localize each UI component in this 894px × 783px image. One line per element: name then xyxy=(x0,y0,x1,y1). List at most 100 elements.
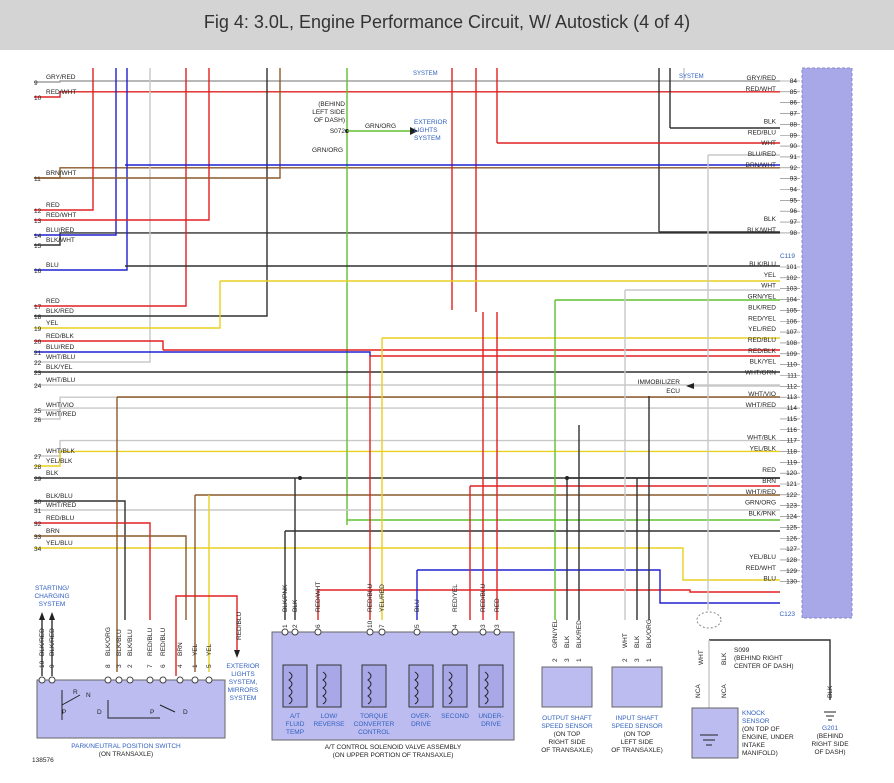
output-sensor-wire: GRN/YEL xyxy=(552,619,559,648)
left-pin-wire-label: RED/WHT xyxy=(46,212,76,219)
ecu-pin-number: 106 xyxy=(786,318,797,325)
solenoid-component-name: FLUID xyxy=(286,721,305,728)
knock-wire: WHT xyxy=(698,650,705,665)
pnp-pos: R xyxy=(73,689,78,696)
ecu-pin-number: 103 xyxy=(786,286,797,293)
wires-layer xyxy=(34,68,831,708)
left-pin-wire-label: BLK xyxy=(46,470,59,477)
ecu-pin-number: 95 xyxy=(790,197,798,204)
ecu-pin-wire-label: BLK xyxy=(764,118,777,125)
left-pin-number: 16 xyxy=(34,268,42,275)
vertical-wire xyxy=(34,68,117,236)
left-pin-wire-label: WHT/VIO xyxy=(46,402,74,409)
pin-terminal xyxy=(104,676,112,684)
left-pin-wire-label: BLU xyxy=(46,262,59,269)
solenoid-assembly-name: A/T CONTROL SOLENOID VALVE ASSEMBLY xyxy=(325,744,462,751)
left-pin-number: 32 xyxy=(34,521,42,528)
ecu-pin-wire-label: RED/WHT xyxy=(746,86,776,93)
left-pin-number: 20 xyxy=(34,339,42,346)
g201-location: OF DASH) xyxy=(814,749,845,756)
s072-wire-down: GRN/ORG xyxy=(312,147,343,154)
solenoid-pin-wire: BLU xyxy=(414,599,421,612)
s099-location: CENTER OF DASH) xyxy=(734,663,794,670)
arrow-up-icon xyxy=(39,612,45,620)
input-sensor-wire: BLK/ORG xyxy=(646,619,653,648)
ecu-pin-number: 90 xyxy=(790,143,798,150)
solenoid-component-name: A/T xyxy=(290,713,300,720)
pnp-pin-number: 7 xyxy=(147,664,154,668)
ecu-wire-128 xyxy=(34,547,780,581)
s099-location: (BEHIND RIGHT xyxy=(734,655,783,662)
ecu-pin-number: 89 xyxy=(790,132,798,139)
solenoid-pin-wire: RED/YEL xyxy=(452,584,459,612)
left-pin-wire-label: RED/WHT xyxy=(46,89,76,96)
coil-icon xyxy=(448,671,453,705)
exterior-mirrors-label: EXTERIOR xyxy=(226,663,260,670)
solenoid-component-name: CONVERTER xyxy=(354,721,395,728)
ecu-pin-number: 128 xyxy=(786,557,797,564)
starting-charging-label: CHARGING xyxy=(34,593,69,600)
connector-c119: C119 xyxy=(780,253,795,260)
left-pin-wire-label: BLU/RED xyxy=(46,344,74,351)
ecu-pin-wire-label: RED/BLU xyxy=(748,337,776,344)
knock-sensor-name: KNOCK xyxy=(742,710,766,717)
solenoid-component-name: SECOND xyxy=(441,713,469,720)
exterior-lights-label: SYSTEM xyxy=(414,135,441,142)
harness-wire xyxy=(34,167,780,179)
ecu-pin-wire-label: BLU/RED xyxy=(748,151,776,158)
solenoid-coil xyxy=(408,664,434,708)
wiring-diagram: 84GRY/RED85RED/WHT868788BLK89RED/BLU90WH… xyxy=(32,67,853,764)
ecu-pin-number: 108 xyxy=(786,340,797,347)
left-pin-number: 25 xyxy=(34,408,42,415)
ecu-pin-wire-label: RED/WHT xyxy=(746,565,776,572)
ecu-pin-number: 96 xyxy=(790,208,798,215)
ecu-pin-number: 84 xyxy=(790,78,798,85)
left-pin-wire-label: RED/BLU xyxy=(46,515,74,522)
ecu-pin-wire-label: YEL xyxy=(764,272,777,279)
solenoid-pin-number: 6 xyxy=(315,624,322,628)
solenoid-pin-number: 3 xyxy=(480,624,487,628)
immobilizer-label: ECU xyxy=(666,388,680,395)
s072-location: (BEHIND xyxy=(318,101,345,108)
splice-dot xyxy=(298,476,302,480)
solenoid-component-name: REVERSE xyxy=(313,721,345,728)
left-pin-wire-label: WHT/RED xyxy=(46,502,77,509)
left-pin-wire-label: YEL/BLU xyxy=(46,540,73,547)
ecu-pin-wire-label: BLK/PNK xyxy=(749,511,777,518)
exterior-mirrors-label: MIRRORS xyxy=(228,687,259,694)
s072-label: S072 xyxy=(330,128,346,135)
ecu-pin-number: 115 xyxy=(787,416,798,423)
ecu-pin-number: 97 xyxy=(790,219,798,226)
ecu-pin-wire-label: WHT xyxy=(761,283,776,290)
harness-wire xyxy=(34,91,780,98)
output-sensor-name: (ON TOP xyxy=(554,731,581,738)
exterior-lights-label: LIGHTS xyxy=(414,127,438,134)
output-sensor-name: OF TRANSAXLE) xyxy=(541,747,593,754)
solenoid-pin-wire: BLK xyxy=(292,599,299,612)
pnp-switch-contacts xyxy=(61,690,176,720)
knock-sensor-name: INTAKE xyxy=(742,742,766,749)
ground-icon xyxy=(824,711,836,721)
left-pin-wire-label: RED/BLK xyxy=(46,333,74,340)
s072-wire: GRN/ORG xyxy=(365,123,396,130)
s099-label: S099 xyxy=(734,647,750,654)
left-pin-number: 29 xyxy=(34,476,42,483)
left-pin-wire-label: BLU/RED xyxy=(46,227,74,234)
pin-terminal xyxy=(48,676,56,684)
harness-wire xyxy=(34,450,780,467)
ecu-pin-number: 91 xyxy=(790,154,798,161)
ecu-pin-wire-label: BLK/BLU xyxy=(749,261,776,268)
ecu-pin-number: 126 xyxy=(786,535,797,542)
pnp-pin-wire: BRN xyxy=(177,642,184,656)
ecu-pin-number: 111 xyxy=(787,373,797,380)
knock-sensor-name: (ON TOP OF xyxy=(742,726,780,733)
ecu-pin-number: 104 xyxy=(786,297,797,304)
wire-30 xyxy=(34,500,126,620)
arrow-up-icon xyxy=(49,612,55,620)
pin-terminal xyxy=(281,628,289,636)
pin-terminal xyxy=(115,676,123,684)
ecu-pin-number: 116 xyxy=(787,427,798,434)
pnp-pin-number: 10 xyxy=(39,660,46,668)
ecu-pin-wire-label: YEL/RED xyxy=(748,326,776,333)
ecu-pin-wire-label: YEL/BLK xyxy=(750,445,777,452)
